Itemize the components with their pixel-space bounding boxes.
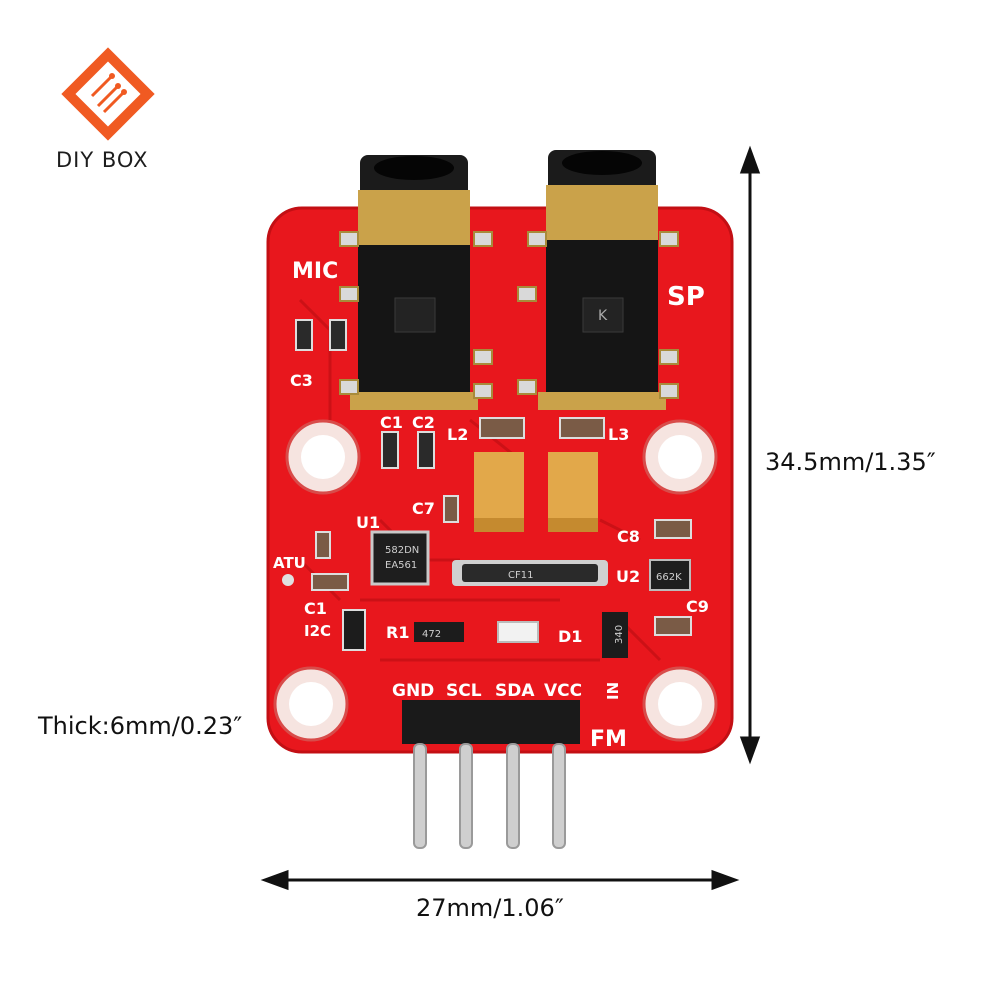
mic-audio-jack [350, 155, 478, 410]
u2-marking: CF11 [508, 570, 533, 581]
pin-sda-label: SDA [495, 681, 535, 701]
c1-label: C1 [304, 599, 327, 618]
u1-marking-2: EA561 [385, 560, 417, 571]
diode-marking: 340 [614, 625, 625, 644]
diy-box-logo [61, 47, 155, 141]
c3-label: C3 [290, 371, 313, 390]
thickness-dimension-label: Thick:6mm/0.23″ [38, 712, 243, 740]
l3-label: L3 [608, 425, 629, 444]
jack-pads [339, 231, 679, 399]
width-dimension-arrow [260, 869, 740, 891]
fm-label: FM [590, 727, 627, 752]
sp-audio-jack [538, 150, 666, 410]
c9-label: C9 [686, 597, 709, 616]
pin-vcc-label: VCC [544, 681, 582, 701]
r1-marking: 472 [422, 629, 441, 640]
transistor-marking: 662K [656, 572, 682, 583]
u2-label: U2 [616, 567, 640, 586]
width-dimension-label: 27mm/1.06″ [416, 894, 564, 922]
sp-label: SP [667, 282, 705, 312]
c1-top-label: C1 [380, 413, 403, 432]
atu-label: ATU [273, 554, 306, 572]
sp-jack-marking: K [598, 308, 608, 324]
c7-label: C7 [412, 499, 435, 518]
i2c-label: I2C [304, 622, 331, 640]
u1-label: U1 [356, 513, 380, 532]
c2-label: C2 [412, 413, 435, 432]
height-dimension-arrow [739, 145, 761, 765]
c8-label: C8 [617, 527, 640, 546]
u1-marking-1: 582DN [385, 545, 419, 556]
r1-label: R1 [386, 623, 409, 642]
pin-gnd-label: GND [392, 681, 434, 701]
pin-header [402, 700, 580, 849]
mic-label: MIC [292, 259, 338, 284]
l2-label: L2 [447, 425, 468, 444]
smd-components [282, 319, 692, 658]
ic-chips [370, 530, 691, 591]
d1-label: D1 [558, 627, 582, 646]
mounting-holes [273, 419, 718, 742]
height-dimension-label: 34.5mm/1.35″ [765, 448, 936, 476]
logo-text: DIY BOX [56, 148, 149, 172]
in-label: IN [604, 682, 622, 700]
pin-scl-label: SCL [446, 681, 482, 701]
